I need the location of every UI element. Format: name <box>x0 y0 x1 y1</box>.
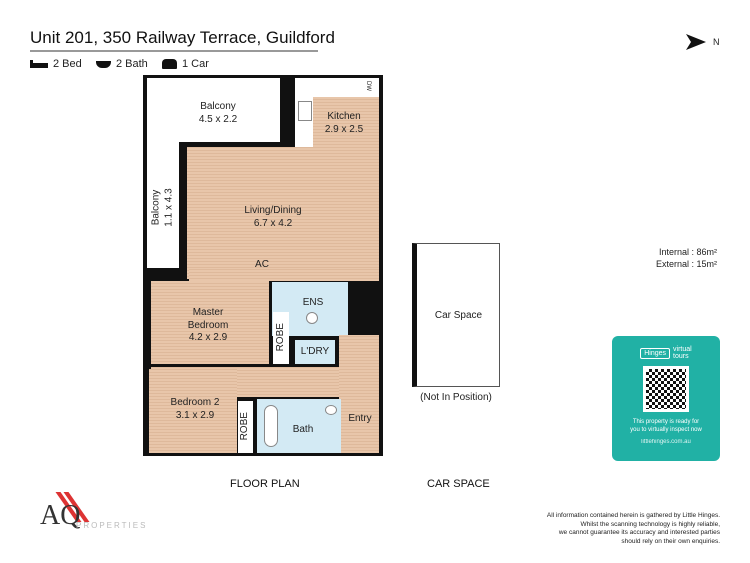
robe2-label: ROBE <box>238 412 250 441</box>
bath-feature: 2 Bath <box>96 58 148 70</box>
living-dining <box>187 147 379 279</box>
bathtub-icon <box>264 405 278 447</box>
property-title: Unit 201, 350 Railway Terrace, Guildford <box>30 28 335 47</box>
robe-2 <box>238 401 253 453</box>
bedroom-2 <box>149 369 237 453</box>
laundry <box>295 340 335 364</box>
bed-icon <box>30 60 48 68</box>
car-icon <box>162 59 177 69</box>
ac-label: AC <box>255 259 269 270</box>
kitchen <box>313 97 379 147</box>
car-space-note: (Not In Position) <box>420 392 492 403</box>
toilet-icon <box>325 405 337 415</box>
robe1-label: ROBE <box>274 323 286 352</box>
balcony-top <box>147 78 280 142</box>
dishwasher-label: DW <box>365 81 371 91</box>
floor-plan-caption: FLOOR PLAN <box>230 478 300 490</box>
entry-label: Entry <box>348 413 372 424</box>
bath-label: Bath <box>292 424 314 435</box>
car-feature: 1 Car <box>162 58 209 70</box>
bath-icon <box>96 60 111 68</box>
balcony-side <box>147 142 179 268</box>
bed-feature: 2 Bed <box>30 58 82 70</box>
bath-count: 2 Bath <box>116 58 148 70</box>
aq-properties-logo: AQ PROPERTIES <box>38 490 158 538</box>
qr-code[interactable] <box>643 366 689 412</box>
tour-url-link[interactable]: littlehinges.com.au <box>641 439 691 445</box>
master-bedroom <box>151 281 269 364</box>
cooktop-icon <box>298 101 312 121</box>
bed-count: 2 Bed <box>53 58 82 70</box>
laundry-label: L'DRY <box>300 346 330 357</box>
north-arrow-icon <box>686 34 706 50</box>
car-space: Car Space <box>412 243 500 387</box>
car-space-caption: CAR SPACE <box>427 478 490 490</box>
robe-master <box>273 312 289 364</box>
title-divider <box>30 50 318 52</box>
area-summary: Internal : 86m² External : 15m² <box>655 247 718 269</box>
car-count: 1 Car <box>182 58 209 70</box>
compass-label: N <box>713 37 720 47</box>
car-space-label: Car Space <box>434 309 483 321</box>
entry <box>339 335 379 453</box>
ens-label: ENS <box>302 297 324 308</box>
disclaimer: All information contained herein is gath… <box>546 512 720 545</box>
toilet-icon <box>306 312 318 324</box>
compass: N <box>685 33 720 56</box>
